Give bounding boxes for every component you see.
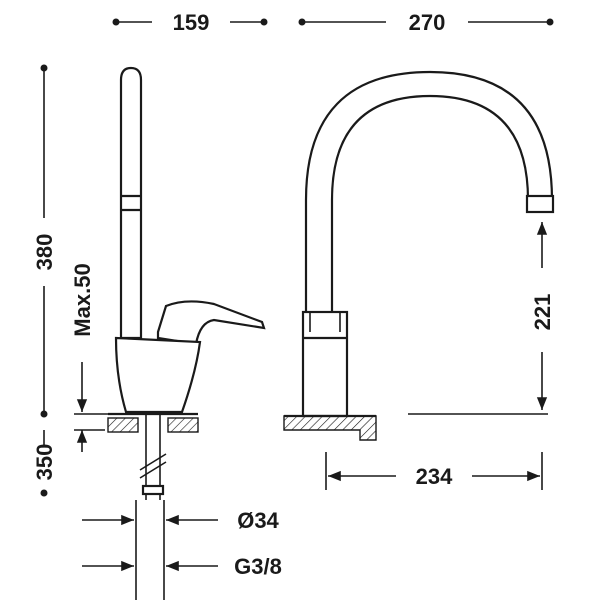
spout-outer-curve: [304, 70, 554, 312]
total-height-label: 380: [32, 234, 57, 271]
spout-reach-dimension: 234: [325, 452, 543, 490]
dim-dot: [260, 18, 268, 26]
lever-handle: [156, 300, 266, 346]
shank-nut: [141, 484, 165, 496]
spout-height-dimension: 221: [530, 222, 555, 410]
body-diameter-dimension: Ø34: [82, 508, 280, 533]
counter-left: [107, 417, 139, 433]
connection-thread-dimension: G3/8: [82, 554, 282, 579]
handle-rotation-dimension: Max.50: [70, 263, 120, 452]
connection-thread-label: G3/8: [234, 554, 282, 579]
side-spout: [119, 66, 143, 340]
top-right-width-label: 270: [409, 10, 446, 35]
body-diameter-label: Ø34: [237, 508, 279, 533]
spout-reach-label: 234: [416, 464, 453, 489]
front-counter: [283, 415, 377, 441]
break-mark: [139, 453, 167, 471]
lever-outline: [309, 312, 341, 332]
break-mark: [139, 461, 167, 479]
dim-dot: [546, 18, 554, 26]
side-body: [114, 336, 202, 414]
top-right-width-dimension: 270: [298, 10, 554, 35]
under-counter-label: 350: [32, 444, 57, 481]
spout-aerator: [525, 194, 555, 214]
under-counter-dimension: 350: [32, 430, 57, 497]
spout-height-label: 221: [530, 294, 555, 331]
top-left-width-dimension: 159: [112, 10, 268, 35]
dim-dot: [40, 410, 48, 418]
counter-right: [167, 417, 199, 433]
total-height-dimension: 380: [32, 64, 57, 418]
spout-inner-curve: [330, 94, 530, 312]
faucet-side-view: [107, 66, 266, 600]
dim-dot: [40, 489, 48, 497]
top-left-width-label: 159: [173, 10, 210, 35]
handle-rotation-label: Max.50: [70, 263, 95, 336]
faucet-front-view: [283, 70, 555, 441]
